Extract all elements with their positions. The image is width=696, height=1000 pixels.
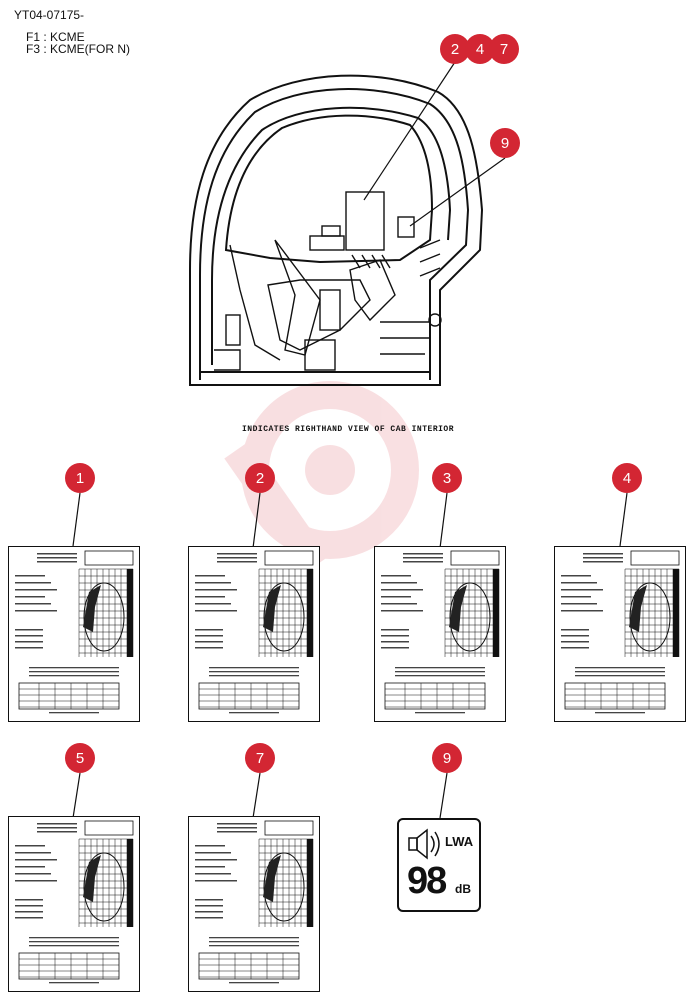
label-callout-5: 5	[65, 743, 95, 773]
lift-chart-art	[15, 820, 134, 984]
lift-capacity-label-5	[8, 816, 140, 992]
lift-chart-art	[381, 550, 500, 714]
cab-frame	[189, 74, 484, 386]
sound-horn-icon	[408, 828, 440, 860]
label-callout-3: 3	[432, 463, 462, 493]
label-leaders	[72, 492, 628, 819]
label-callout-7: 7	[245, 743, 275, 773]
lift-capacity-label-3	[374, 546, 506, 722]
top-callout-9: 9	[490, 128, 520, 158]
cab-interior	[214, 191, 442, 371]
lift-capacity-label-4	[554, 546, 686, 722]
lift-chart-art	[195, 820, 314, 984]
label-callout-2: 2	[245, 463, 275, 493]
top-callout-2: 2	[440, 34, 470, 64]
lift-chart-art	[15, 550, 134, 714]
lift-capacity-label-7	[188, 816, 320, 992]
sound-power-label: LWA 98 dB	[397, 818, 481, 912]
label-callout-9: 9	[432, 743, 462, 773]
lift-capacity-label-2	[188, 546, 320, 722]
sound-value: 98	[407, 860, 447, 902]
doc-code: YT04-07175-	[14, 8, 85, 22]
sound-unit-symbol: LWA	[445, 834, 474, 849]
top-leaders	[363, 61, 506, 227]
label-callout-4: 4	[612, 463, 642, 493]
legend-f3: F3 : KCME(FOR N)	[26, 42, 130, 56]
lift-chart-art	[195, 550, 314, 714]
sound-unit: dB	[455, 882, 471, 896]
top-callout-7: 7	[489, 34, 519, 64]
cab-view-caption: INDICATES RIGHTHAND VIEW OF CAB INTERIOR	[242, 425, 455, 434]
legend-f1: F1 : KCME	[26, 30, 85, 44]
lift-chart-art	[561, 550, 680, 714]
lift-capacity-label-1	[8, 546, 140, 722]
label-callout-1: 1	[65, 463, 95, 493]
